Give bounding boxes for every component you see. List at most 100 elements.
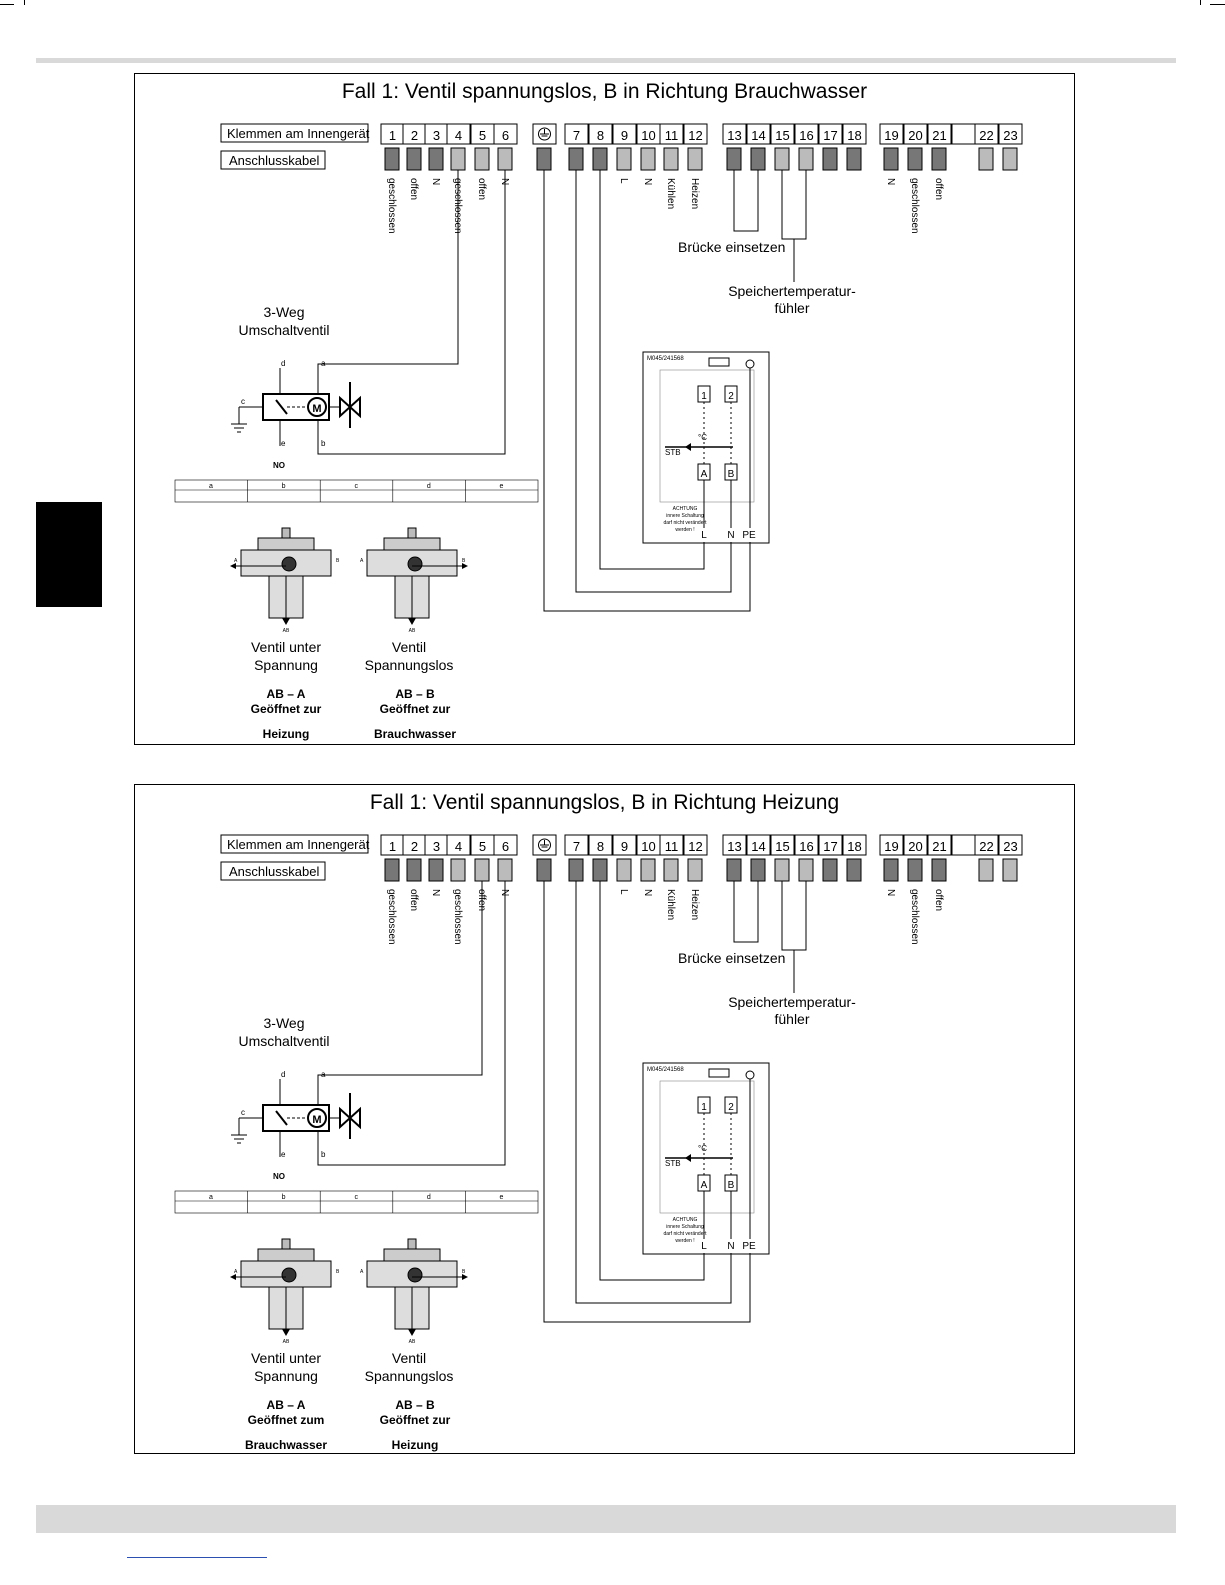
terminal-number: 21 — [932, 839, 946, 854]
connector — [497, 147, 513, 171]
lead-table-header: d — [427, 1194, 431, 1201]
lead-table-header: a — [209, 483, 213, 490]
terminal-box — [927, 123, 952, 145]
terminal-number: 6 — [502, 839, 509, 854]
terminal-function-label: offen — [408, 889, 419, 911]
terminal-number: 14 — [751, 839, 765, 854]
terminal-function-label: geschlossen — [386, 889, 397, 945]
terminal-box — [659, 123, 684, 145]
sensor-wire — [781, 170, 807, 240]
connector — [798, 147, 814, 171]
valve-icon — [339, 1106, 361, 1130]
lead-table-header: d — [427, 483, 431, 490]
terminal-number: 22 — [979, 839, 993, 854]
wire-pe — [543, 170, 751, 612]
terminal-box — [683, 834, 708, 856]
klemmen-box — [220, 123, 369, 143]
terminal-number: 16 — [799, 839, 813, 854]
state-right-1: AB – B — [395, 1398, 435, 1412]
terminal-box — [722, 834, 747, 856]
state-left-1: AB – A — [267, 1398, 306, 1412]
state-right-1: AB – B — [395, 687, 435, 701]
valve-no-label: NO — [273, 461, 285, 470]
device-label-2: 2 — [728, 391, 734, 402]
terminal-box — [564, 834, 589, 856]
device-label-n: N — [727, 1241, 734, 1252]
terminal-box — [903, 834, 928, 856]
terminal-number: 19 — [884, 128, 898, 143]
terminal-box-empty — [951, 123, 976, 145]
device-note: werden ! — [675, 1238, 694, 1244]
wire-n — [575, 881, 732, 1304]
terminal-function-label: Kühlen — [665, 178, 676, 209]
terminal-function-label: offen — [933, 178, 944, 200]
crop-mark-tl — [0, 4, 14, 5]
terminal-function-label: Kühlen — [665, 889, 676, 920]
terminal-box — [770, 123, 795, 145]
port-ab: AB — [409, 628, 416, 634]
valve-title-2: Umschaltventil — [238, 322, 329, 338]
valve-title-1: 3-Weg — [264, 1015, 305, 1031]
connector — [978, 147, 994, 171]
terminal-box — [659, 834, 684, 856]
valve-title-2: Umschaltventil — [238, 1033, 329, 1049]
connector — [931, 858, 947, 882]
sensor-label-1: Speichertemperatur- — [728, 283, 856, 299]
terminal-box — [998, 123, 1023, 145]
connector — [450, 147, 466, 171]
connector — [1002, 858, 1018, 882]
valve-left-caption-1: Ventil unter — [251, 1350, 321, 1366]
panel-title: Fall 1: Ventil spannungslos, B in Richtu… — [369, 791, 840, 814]
device-label-pe: PE — [742, 530, 756, 541]
port-a: A — [234, 558, 238, 564]
connector — [726, 147, 742, 171]
terminal-number: 3 — [433, 839, 440, 854]
terminal-box — [612, 123, 637, 145]
kabel-box — [220, 861, 326, 881]
connector — [726, 858, 742, 882]
connector — [384, 858, 400, 882]
terminal-number: 17 — [823, 839, 837, 854]
terminal-function-label: N — [885, 178, 896, 185]
state-right-3: Brauchwasser — [374, 727, 456, 741]
sensor-label-1: Speichertemperatur- — [728, 994, 856, 1010]
connector — [774, 858, 790, 882]
device-label-a: A — [701, 1180, 708, 1191]
connector — [640, 858, 656, 882]
device-inner — [659, 1080, 755, 1214]
connector — [428, 147, 444, 171]
connector — [687, 147, 703, 171]
terminal-number: 1 — [389, 128, 396, 143]
lead-table-header: b — [282, 1194, 286, 1201]
wire-l — [599, 170, 705, 570]
terminal-function-label: N — [430, 178, 441, 185]
device-label-l: L — [701, 1241, 707, 1252]
device-degc-label: °C — [698, 433, 707, 442]
terminal-box — [903, 123, 928, 145]
bridge-wire — [733, 881, 759, 943]
wire-valve-a — [317, 881, 483, 1079]
lead-table-header: c — [354, 1194, 358, 1201]
terminal-number: 8 — [597, 839, 604, 854]
bruecke-label: Brücke einsetzen — [678, 950, 785, 966]
terminal-number: 12 — [688, 128, 702, 143]
terminal-box — [683, 123, 708, 145]
connector — [536, 858, 552, 882]
valve-no-label: NO — [273, 1172, 285, 1181]
terminal-number: 1 — [389, 839, 396, 854]
terminal-number: 23 — [1003, 839, 1017, 854]
lead-table — [174, 1190, 539, 1214]
device-stb-label: STB — [665, 448, 681, 457]
terminal-number: 5 — [479, 128, 486, 143]
connector — [497, 858, 513, 882]
terminal-box — [842, 834, 867, 856]
valve-title-1: 3-Weg — [264, 304, 305, 320]
terminal-number: 10 — [641, 128, 655, 143]
terminal-box — [879, 834, 904, 856]
terminal-number: 2 — [411, 839, 418, 854]
device-label-b: B — [728, 1180, 735, 1191]
valve-lead-d: d — [281, 1070, 285, 1079]
terminal-box — [879, 123, 904, 145]
